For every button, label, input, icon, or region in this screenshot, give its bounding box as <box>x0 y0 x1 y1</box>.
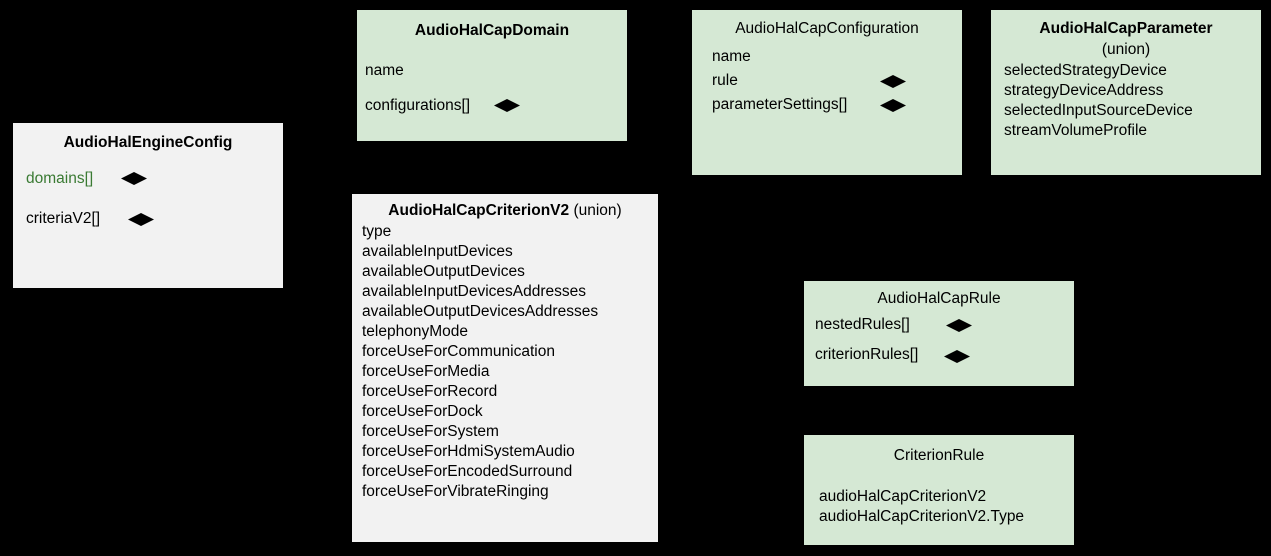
attr-available-output-devices-addresses: availableOutputDevicesAddresses <box>362 303 599 320</box>
attr-strategy-device-address: strategyDeviceAddress <box>1004 82 1164 99</box>
attr-domain-name: name <box>365 62 404 79</box>
attr-type: type <box>362 223 392 240</box>
attr-selected-input-source-device: selectedInputSourceDevice <box>1004 102 1193 119</box>
attr-force-use-for-vibrate-ringing: forceUseForVibrateRinging <box>362 483 549 500</box>
node-title-audio-hal-engine-config: AudioHalEngineConfig <box>63 134 233 151</box>
composition-diamond-rule <box>880 75 906 88</box>
node-audio-hal-cap-parameter[interactable]: AudioHalCapParameter (union) selectedStr… <box>991 10 1261 175</box>
attr-selected-strategy-device: selectedStrategyDevice <box>1004 62 1167 79</box>
node-title-audio-hal-cap-rule: AudioHalCapRule <box>877 290 1001 307</box>
node-audio-hal-engine-config[interactable]: AudioHalEngineConfig domains[] criteriaV… <box>13 123 283 288</box>
attr-force-use-for-communication: forceUseForCommunication <box>362 343 555 360</box>
attr-force-use-for-encoded-surround: forceUseForEncodedSurround <box>362 463 573 480</box>
node-title-audio-hal-cap-criterion-v2: AudioHalCapCriterionV2 (union) <box>352 194 658 221</box>
attr-available-input-devices-addresses: availableInputDevicesAddresses <box>362 283 587 300</box>
attr-rule: rule <box>712 72 738 89</box>
node-audio-hal-cap-criterion-v2[interactable]: AudioHalCapCriterionV2 (union) type avai… <box>352 194 658 542</box>
node-title-text-criterion-v2: AudioHalCapCriterionV2 <box>388 202 570 219</box>
node-audio-hal-cap-domain[interactable]: AudioHalCapDomain name configurations[] <box>357 10 627 141</box>
node-subtitle-text-criterion-v2: (union) <box>573 202 622 219</box>
attr-force-use-for-hdmi-system-audio: forceUseForHdmiSystemAudio <box>362 443 575 460</box>
attrs-audio-hal-cap-criterion-v2: type availableInputDevices availableOutp… <box>352 221 658 502</box>
attr-force-use-for-media: forceUseForMedia <box>362 363 490 380</box>
attr-domains: domains[] <box>26 170 94 187</box>
attr-parametersettings: parameterSettings[] <box>712 96 848 113</box>
composition-diamond-criterionrules <box>944 350 970 363</box>
attr-criteriav2: criteriaV2[] <box>26 210 101 227</box>
attr-available-input-devices: availableInputDevices <box>362 243 513 260</box>
composition-diamond-domains <box>121 172 147 185</box>
node-subtitle-audio-hal-cap-parameter: (union) <box>1101 41 1151 58</box>
node-title-audio-hal-cap-parameter: AudioHalCapParameter <box>1039 20 1213 37</box>
node-criterion-rule[interactable]: CriterionRule audioHalCapCriterionV2 aud… <box>804 435 1074 545</box>
node-title-criterion-rule: CriterionRule <box>893 447 985 464</box>
node-title-audio-hal-cap-domain: AudioHalCapDomain <box>414 22 570 39</box>
attr-telephony-mode: telephonyMode <box>362 323 468 340</box>
attr-audio-hal-cap-criterion-v2-type: audioHalCapCriterionV2.Type <box>819 508 1025 525</box>
node-title-audio-hal-cap-configuration: AudioHalCapConfiguration <box>735 20 919 37</box>
attr-force-use-for-dock: forceUseForDock <box>362 403 483 420</box>
attr-audio-hal-cap-criterion-v2: audioHalCapCriterionV2 <box>819 488 987 505</box>
attrs-audio-hal-cap-parameter: selectedStrategyDevice strategyDeviceAdd… <box>991 60 1261 141</box>
composition-diamond-configurations <box>494 99 520 112</box>
attr-stream-volume-profile: streamVolumeProfile <box>1004 122 1148 139</box>
attr-nested-rules: nestedRules[] <box>815 316 910 333</box>
attr-configurations: configurations[] <box>365 97 471 114</box>
node-audio-hal-cap-rule[interactable]: AudioHalCapRule nestedRules[] criterionR… <box>804 281 1074 386</box>
attr-configuration-name: name <box>712 48 751 65</box>
attr-criterion-rules: criterionRules[] <box>815 346 919 363</box>
attr-force-use-for-record: forceUseForRecord <box>362 383 498 400</box>
composition-diamond-parametersettings <box>880 99 906 112</box>
composition-diamond-criteriav2 <box>128 213 154 226</box>
node-audio-hal-cap-configuration[interactable]: AudioHalCapConfiguration name rule param… <box>692 10 962 175</box>
attr-available-output-devices: availableOutputDevices <box>362 263 525 280</box>
composition-diamond-nestedrules <box>946 319 972 332</box>
attr-force-use-for-system: forceUseForSystem <box>362 423 499 440</box>
